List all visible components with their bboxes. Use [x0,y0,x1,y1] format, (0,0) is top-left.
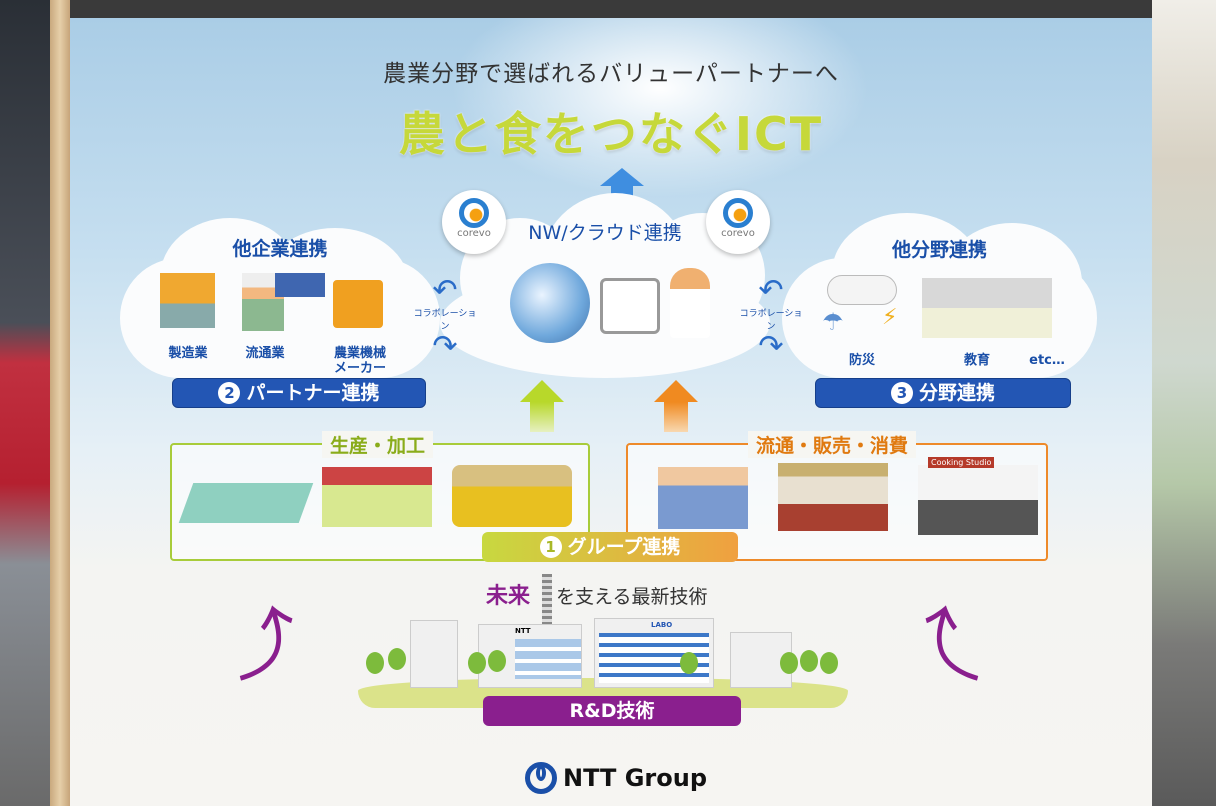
tree-illustration [366,652,384,674]
collab-right: ↶ コラボレーション ↷ [736,276,806,362]
label-manufacturing: 製造業 [168,346,208,361]
poster-subtitle: 農業分野で選ばれるバリューパートナーへ [383,61,839,87]
cooking-illustration [918,465,1038,535]
left-cloud-title: 他企業連携 [232,238,328,260]
production-title: 生産・加工 [322,431,434,458]
cooking-studio-sign: Cooking Studio [928,457,995,468]
orange-up-arrow-icon [654,380,698,432]
tablet-chart-illustration [600,278,660,334]
poster-title-logo: 農と食をつなぐICT [398,107,824,161]
lightning-icon: ⚡ [882,305,898,330]
left-cloud: 他企業連携 製造業 流通業 農業機械メーカー [120,218,440,378]
tree-illustration [780,652,798,674]
umbrella-icon: ☂ [822,308,844,336]
distribution-title: 流通・販売・消費 [748,431,917,458]
corevo-logo-icon [459,198,489,228]
shopping-illustration [658,467,748,529]
label-disaster-prevention: 防災 [848,353,875,368]
ntt-group-logo: NTT Group [525,762,707,794]
truck-illustration [275,273,325,297]
farm-illustration [322,467,432,527]
background-exhibition-right [1152,0,1216,806]
tree-illustration [488,650,506,672]
rain-cloud-icon [827,275,897,305]
person-illustration [670,268,710,338]
classroom-illustration [922,278,1052,338]
right-cloud: 他分野連携 ☂ ⚡ 防災 教育 etc… [782,213,1097,378]
ntt-logo-icon [525,762,557,794]
tree-illustration [800,650,818,672]
collab-left: ↶ コラボレーション ↷ [410,276,480,362]
market-stall-illustration [778,463,888,531]
tree-illustration [388,648,406,670]
poster: 農業分野で選ばれるバリューパートナーへ 農と食をつなぐICT NW/クラウド連携… [70,18,1152,806]
label-education: 教育 [963,353,990,368]
cycle-arrow-icon: ↷ [758,329,784,364]
center-cloud-title: NW/クラウド連携 [528,222,682,244]
purple-curved-arrow-right-icon: ⤴ [909,595,998,693]
labo-building-illustration: LABO [594,618,714,688]
cycle-arrow-icon: ↷ [432,329,458,364]
label-etc: etc… [1029,353,1065,368]
building-illustration [410,620,458,688]
label-distribution: 流通業 [245,346,285,361]
light-glow [450,18,870,198]
future-caption: 未来を支える最新技術 [486,584,708,609]
rd-pill: R&D技術 [483,696,741,726]
green-up-arrow-icon [520,380,564,432]
tree-illustration [468,652,486,674]
cycle-arrow-icon: ↶ [758,273,784,308]
right-cloud-title: 他分野連携 [891,239,987,261]
wood-pillar [50,0,70,806]
greenhouse-illustration [178,483,314,523]
corevo-logo-icon [723,198,753,228]
harvester-illustration [452,465,572,527]
corevo-badge-right: corevo [706,190,770,254]
factory-illustration [160,273,215,328]
purple-curved-arrow-left-icon: ⤴ [220,595,309,693]
tree-illustration [820,652,838,674]
ntt-building-illustration: NTT [478,624,582,688]
globe-illustration [510,263,590,343]
tree-illustration [680,652,698,674]
tower-illustration [542,574,552,630]
corevo-badge-left: corevo [442,190,506,254]
tractor-illustration [333,280,383,328]
label-agri-machinery: 農業機械メーカー [333,346,386,376]
cycle-arrow-icon: ↶ [432,273,458,308]
